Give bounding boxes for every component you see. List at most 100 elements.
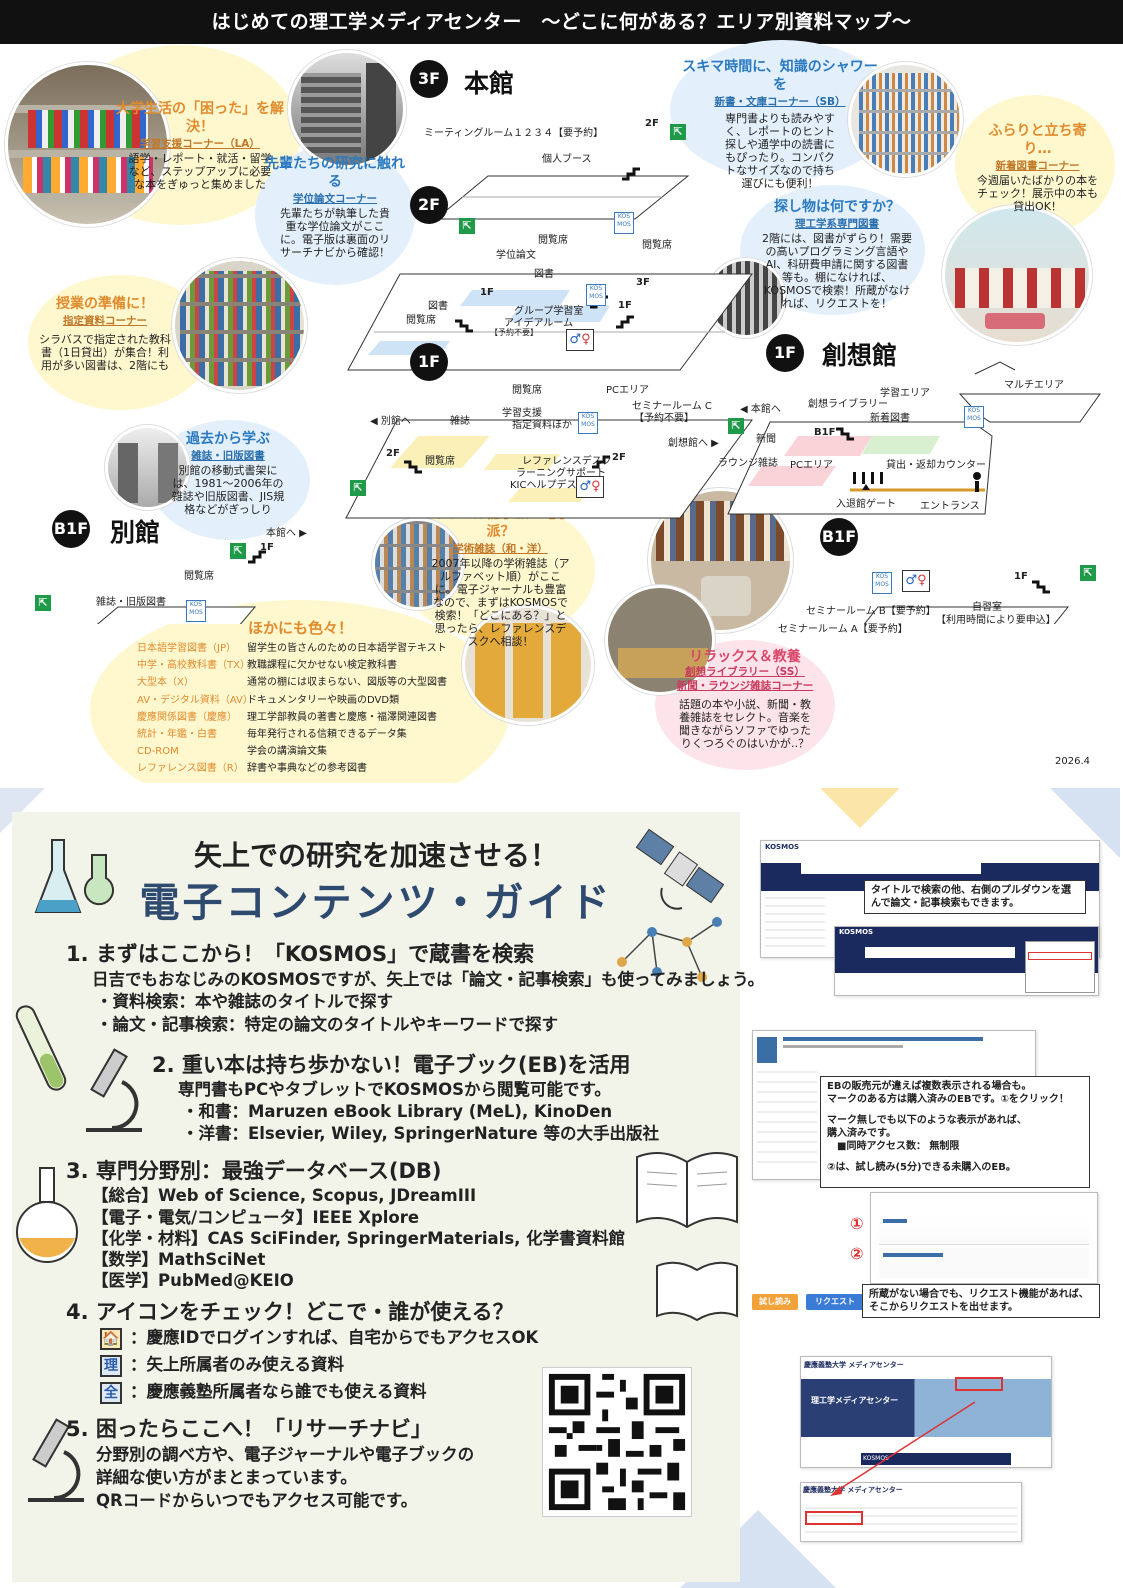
thesis-photo: [288, 50, 406, 168]
counter-label: 貸出・返却カウンター: [886, 460, 986, 471]
f2-thesis-label: 学位論文: [496, 250, 536, 261]
kic-helpdesk-label: KICヘルプデスク: [510, 480, 587, 491]
relax-text: 話題の本や小説、新聞・教養雑誌をセレクト。音楽を聞きながらソファでゆったりくつろ…: [679, 698, 811, 750]
note-ebook: EBの販売元が違えば複数表示される場合も。 マークのある方は購入済みのEBです。…: [820, 1076, 1090, 1188]
stair-label: 1F: [618, 300, 632, 311]
textbook-text: シラバスで指定された教科書（1日貸出）が集合！利用が多い図書は、2階にも: [39, 333, 171, 372]
others-value: 学会の講演論文集: [247, 746, 327, 758]
to-main-label: 本館へ ▶: [266, 528, 307, 539]
to-annex-label: ◀ 別館へ: [370, 416, 411, 427]
request-button[interactable]: リクエスト: [806, 1294, 864, 1310]
exit-icon: ⇱: [459, 218, 475, 234]
f2-seat-label: 閲覧席: [538, 235, 568, 246]
stair-label: 2F: [645, 118, 659, 129]
note-line: マークのある方は購入済みのEBです。①をクリック！: [827, 1094, 1069, 1105]
section-5-title: 5. 困ったらここへ！「リサーチナビ」: [66, 1417, 432, 1441]
relax-photo2: [605, 585, 715, 695]
exit-icon: ⇱: [728, 418, 744, 434]
section-5-line: 詳細な使い方がまとまっています。: [96, 1468, 357, 1487]
corner-decoration: [820, 788, 900, 828]
floor-map-svg: [96, 167, 1101, 624]
f1-support-label: 学習支援: [502, 408, 542, 419]
mc-title: 理工学メディアセンター: [811, 1396, 899, 1405]
section-3-line: 【数学】MathSciNet: [92, 1250, 266, 1269]
science-name: 理工学系専門図書: [795, 218, 879, 230]
kosmos-logo: KOSMOS: [761, 841, 1099, 855]
note-line: ②は、試し読み(5分)できる未購入のEB。: [827, 1162, 1016, 1173]
main-building-name: 本館: [464, 69, 515, 98]
to-main-label: ◀ 本館へ: [740, 404, 781, 415]
no-reservation-label: 【予約不要】: [490, 328, 538, 337]
old-name: 雑誌・旧版図書: [191, 450, 265, 462]
study-area-label: 学習エリア: [880, 388, 930, 399]
thesis-bubble: [255, 145, 415, 285]
old-text: 別館の移動式書架には、1981～2006年の雑誌や旧版図書、JIS規格などがぎっ…: [171, 464, 285, 516]
textbook-name: 指定資料コーナー: [63, 315, 147, 327]
exit-icon: ⇱: [670, 124, 686, 140]
others-value: 通常の棚には収まらない、図版等の大型図書: [247, 677, 447, 689]
others-list: 日本語学習図書（JP）留学生の皆さんのための日本語学習テキスト中学・高校教科書（…: [137, 640, 477, 778]
home-icon: 🏠: [100, 1327, 122, 1350]
badge-1f: 1F: [410, 343, 448, 381]
mark-1: ①: [850, 1214, 864, 1233]
meeting-room-label: ミーティングルーム１２３４【要予約】: [424, 128, 604, 139]
thesis-heading: 先輩たちの研究に触れる: [265, 156, 405, 190]
stair-label: 3F: [636, 277, 650, 288]
book-icon: [656, 1261, 738, 1322]
f2-seat-label: 閲覧席: [406, 315, 436, 326]
newbook-name: 新着図書コーナー: [995, 160, 1080, 172]
exit-icon: ⇱: [35, 595, 51, 611]
newbook-text: 今週届いたばかりの本をチェック！展示中の本も貸出OK！: [976, 174, 1099, 213]
f2-seat-label: 閲覧席: [642, 240, 672, 251]
annex-seat-label: 閲覧席: [184, 571, 214, 582]
issue-date: 2026.4: [1055, 756, 1090, 767]
badge-b1f-sougou: B1F: [820, 518, 858, 556]
sougou-newbook-label: 新着図書: [870, 413, 910, 424]
page-header: はじめての理工学メディアセンター ～どこに何がある？エリア別資料マップ～: [0, 0, 1123, 44]
research-navi-qr-code[interactable]: [542, 1367, 692, 1517]
sb-heading: スキマ時間に、知識のシャワーを: [682, 59, 878, 93]
icon-row-yagami: 理：矢上所属者のみ使える資料: [100, 1354, 344, 1377]
badge-1f-sougou: 1F: [766, 334, 804, 372]
trial-read-button[interactable]: 試し読み: [752, 1294, 798, 1310]
f1-reserve-label: 指定資料ほか: [512, 420, 572, 431]
sougou-pc-label: PCエリア: [790, 460, 834, 471]
note-line: 購入済みです。: [827, 1128, 896, 1139]
all-keio-icon: 全: [100, 1381, 122, 1404]
f1-seat-label: 閲覧席: [425, 456, 455, 467]
la-corner: 大学生活の「困った」を解決！ 学習支援コーナー（LA） 語学・レポート・就活・留…: [110, 100, 290, 191]
arrow-line: [830, 1401, 976, 1496]
others-row: 日本語学習図書（JP）留学生の皆さんのための日本語学習テキスト: [137, 640, 477, 657]
science-heading: 探し物は何ですか？: [774, 199, 900, 215]
others-heading: ほかにも色々！: [248, 619, 354, 637]
section-3-line: 【電子・電気/コンピュータ】IEEE Xplore: [92, 1208, 420, 1227]
others-row: 大型本（X） 通常の棚には収まらない、図版等の大型図書: [137, 674, 477, 691]
stair-label: 2F: [386, 448, 400, 459]
seminar-a-label: セミナールーム A【要予約】: [778, 624, 908, 635]
keio-logo: 慶應義塾大学 メディアセンター: [804, 1361, 904, 1369]
others-key: 大型本（X）: [137, 677, 194, 689]
exit-icon: ⇱: [1080, 565, 1096, 581]
section-2-title: 2. 重い本は持ち歩かない！電子ブック(EB)を活用: [152, 1053, 631, 1077]
reference-desk-label: レファレンスデスク: [522, 456, 612, 467]
sougou-name: 創想館: [822, 341, 898, 370]
section-1-line: 日吉でもおなじみのKOSMOSですが、矢上では「論文・記事検索」も使ってみましょ…: [92, 970, 765, 989]
section-4-title: 4. アイコンをチェック！どこで・誰が使える？: [66, 1300, 514, 1324]
others-key: AV・デジタル資料（AV）: [137, 694, 253, 706]
others-key: 日本語学習図書（JP）: [137, 643, 236, 654]
others-row: 慶應関係図書（慶應）理工学部教員の著書と慶應・福澤関連図書: [137, 709, 477, 726]
microscope-icon: [86, 1048, 142, 1132]
section-5-line: 分野別の調べ方や、電子ジャーナルや電子ブックの: [96, 1445, 475, 1464]
yagami-icon: 理: [100, 1354, 122, 1377]
journal-name: 学術雑誌（和・洋）: [453, 543, 548, 555]
floor-b1-annex-plate: [96, 606, 257, 624]
thesis-text: 先輩たちが執筆した貴重な学位論文がここに。電子版は裏面のリサーチナビから確認！: [280, 207, 390, 259]
test-tube-icon: [15, 1005, 67, 1091]
flask-icon: [34, 839, 114, 913]
restroom-icon: ♂♀: [902, 570, 930, 592]
